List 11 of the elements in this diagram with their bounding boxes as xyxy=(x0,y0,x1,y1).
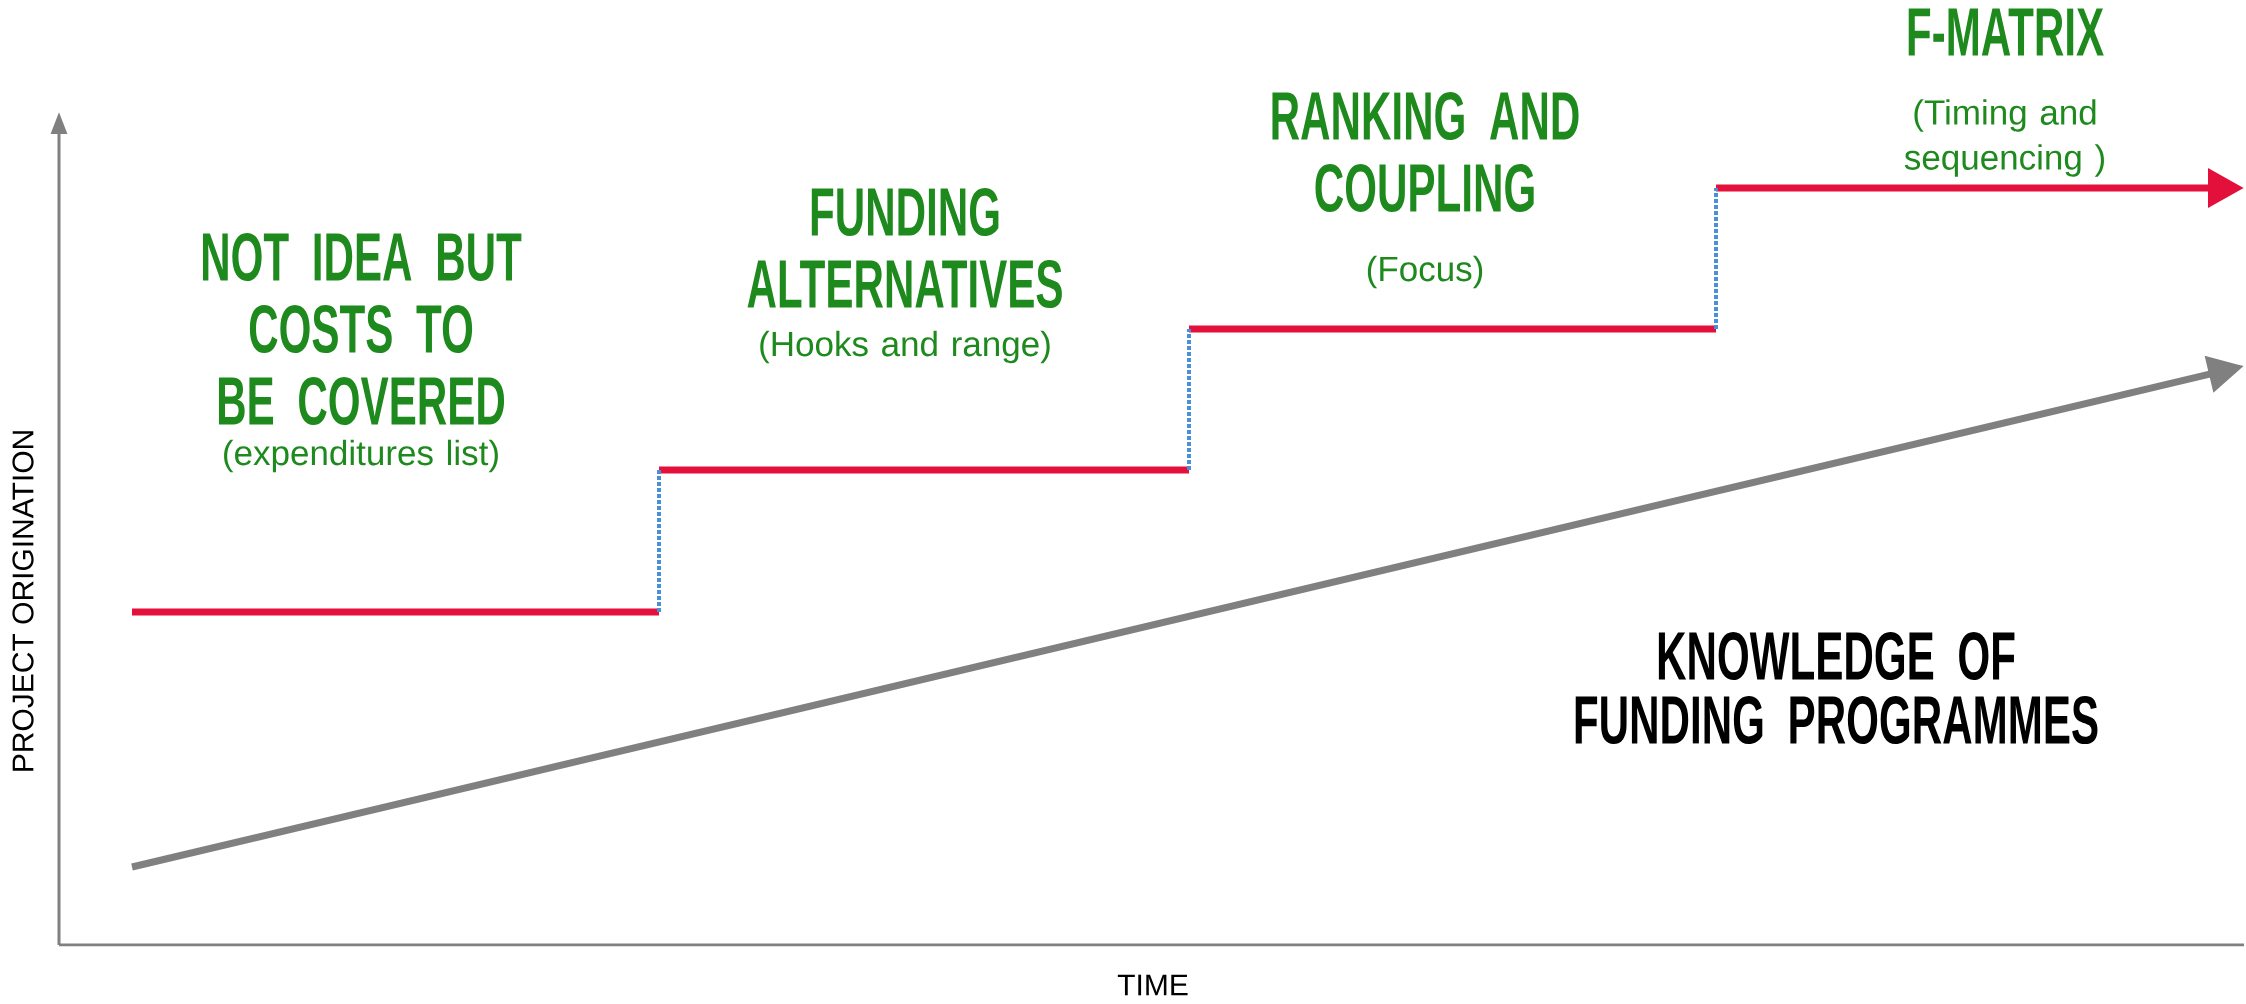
axis-label: TIME xyxy=(1117,974,1188,996)
step-heading: F-MATRIX xyxy=(1908,8,2104,56)
step-heading: FUNDING ALTERNATIVES xyxy=(747,187,1062,309)
trend-label: KNOWLEDGE OF FUNDING PROGRAMMES xyxy=(1575,631,2098,745)
step-heading: RANKING AND COUPLING xyxy=(1272,91,1579,213)
axis-label: PROJECT ORIGINATION xyxy=(12,431,34,771)
step-subtitle: (Timing and sequencing ) xyxy=(1904,99,2104,177)
step-heading: NOT IDEA BUT COSTS TO BE COVERED xyxy=(203,232,522,426)
step-subtitle: (Hooks and range) xyxy=(760,330,1050,364)
step-subtitle: (Focus) xyxy=(1367,255,1483,289)
step-subtitle: (expenditures list) xyxy=(224,439,498,473)
